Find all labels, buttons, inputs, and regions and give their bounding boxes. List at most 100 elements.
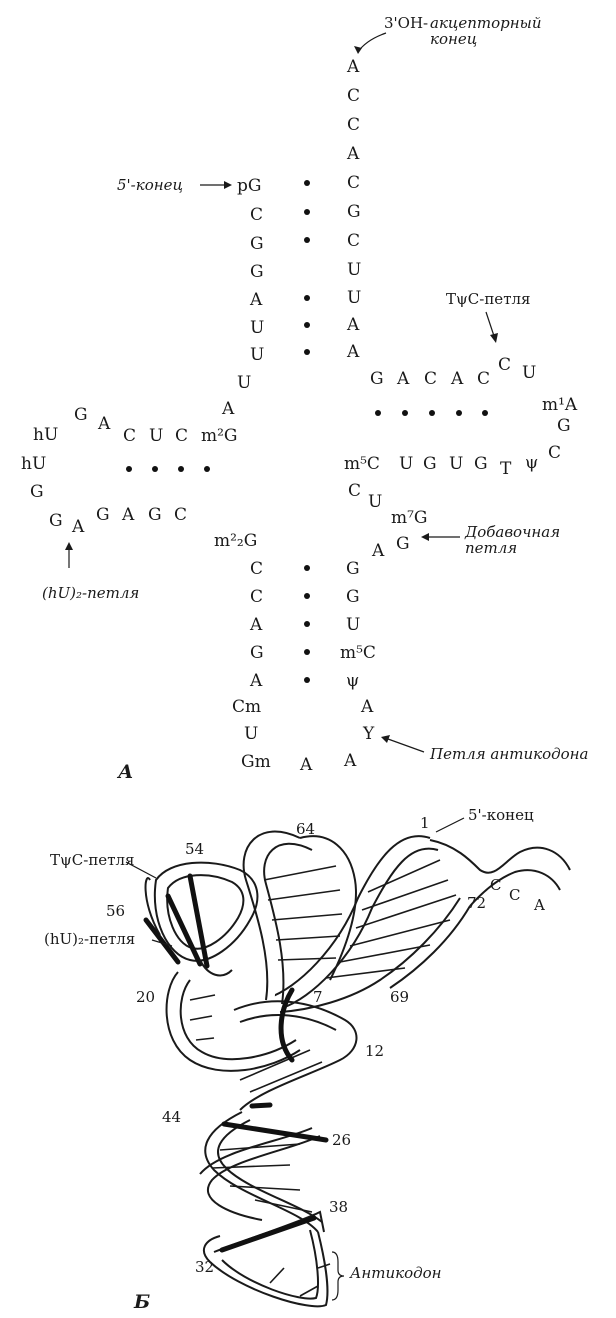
nucleotide: U <box>347 288 361 308</box>
extra-loop-label-line1: Добавочная <box>464 523 560 541</box>
nucleotide: U <box>399 454 413 474</box>
nucleotide: G <box>347 202 361 222</box>
nucleotide: G <box>30 482 44 502</box>
position-number: 38 <box>329 1198 348 1216</box>
nucleotide: A <box>249 290 263 310</box>
panel-b-five-prime-arrow <box>435 817 465 833</box>
anticodon-label: Антикодон <box>349 1264 442 1282</box>
nucleotide: A <box>249 615 263 635</box>
base-pair-dot <box>304 621 310 627</box>
cloverleaf-diagram: 3'OH- акцепторный конец A C C A C G C U … <box>21 14 589 783</box>
nucleotide: A <box>71 517 85 537</box>
tertiary-structure-diagram: 5'-конец TψC-петля (hU)₂-петля Антикодон… <box>44 806 571 1313</box>
acceptor-helix <box>267 833 571 1013</box>
nucleotide: U <box>522 363 536 383</box>
anticodon-brace <box>331 1251 345 1301</box>
nucleotide: G <box>148 505 162 525</box>
connector: U A m²G <box>201 373 251 446</box>
base-pair-dot <box>304 565 310 571</box>
nucleotide: C <box>477 369 490 389</box>
nucleotide: C <box>348 481 361 501</box>
tpsic-arrow <box>485 311 495 337</box>
nucleotide: G <box>474 454 488 474</box>
nucleotide: C <box>123 426 136 446</box>
nucleotide: m¹A <box>542 395 578 415</box>
tpsic-loop-label: TψC-петля <box>446 290 530 308</box>
panel-b-tpsic-label: TψC-петля <box>50 851 134 869</box>
nucleotide: A <box>97 414 111 434</box>
nucleotide: G <box>346 587 360 607</box>
position-number: 64 <box>296 820 315 838</box>
nucleotide: G <box>557 416 571 436</box>
panel-b-tpsic-arrow <box>125 861 157 879</box>
nucleotide: U <box>149 426 163 446</box>
nucleotide: A <box>396 369 410 389</box>
base-pair-dot <box>304 295 310 301</box>
five-prime-arrowhead <box>224 181 232 189</box>
panel-b-five-prime-label: 5'-конец <box>468 806 534 824</box>
nucleotide: G <box>346 559 360 579</box>
base-pair-dot <box>152 466 158 472</box>
nucleotide: ψ <box>525 453 538 473</box>
anticodon-loop-arrow <box>387 738 425 753</box>
nucleotide: Gm <box>241 752 271 772</box>
nucleotide: U <box>347 260 361 280</box>
base-pair-dot <box>375 410 381 416</box>
position-number: 26 <box>332 1131 351 1149</box>
nucleotide: C <box>250 587 263 607</box>
acceptor-label-line1: акцепторный <box>430 14 542 32</box>
nucleotide: G <box>74 405 88 425</box>
nucleotide: G <box>396 534 410 554</box>
position-number: 44 <box>162 1108 181 1126</box>
extra-loop: C U m⁷G G A Добавочная петля <box>348 481 560 561</box>
nucleotide: G <box>250 234 264 254</box>
d-arm-helix <box>165 971 358 1111</box>
position-number: 12 <box>365 1042 384 1060</box>
base-pair-dot <box>304 649 310 655</box>
acceptor-stem-pairs <box>304 180 310 355</box>
nucleotide: C <box>548 443 561 463</box>
position-number: 69 <box>390 988 409 1006</box>
position-number: 7 <box>313 988 323 1006</box>
base-pair-dot <box>304 322 310 328</box>
nucleotide: ψ <box>346 671 359 691</box>
nucleotide: A <box>360 697 374 717</box>
end-letter: C <box>509 886 520 904</box>
extra-loop-arrowhead <box>421 533 429 541</box>
nucleotide: Cm <box>232 697 261 717</box>
nucleotide: m⁵C <box>344 454 380 474</box>
panel-b-hu-arrow <box>151 939 173 947</box>
nucleotide: C <box>347 231 360 251</box>
acceptor-label-line2: конец <box>430 30 477 48</box>
base-pair-dot <box>304 349 310 355</box>
nucleotide: C <box>424 369 437 389</box>
nucleotide: A <box>450 369 464 389</box>
nucleotide: U <box>449 454 463 474</box>
base-pair-dot <box>402 410 408 416</box>
hu-loop-label: (hU)₂-петля <box>42 584 139 602</box>
position-number: 20 <box>136 988 155 1006</box>
base-pair-dot <box>304 180 310 186</box>
nucleotide: A <box>346 315 360 335</box>
nucleotide: A <box>343 751 357 771</box>
nucleotide: G <box>370 369 384 389</box>
nucleotide: C <box>347 86 360 106</box>
anticodon-arm: m²₂G C C A G A G G U m⁵C ψ Cm U Gm A A Y… <box>214 531 589 775</box>
base-pair-dot <box>204 466 210 472</box>
nucleotide: G <box>250 262 264 282</box>
nucleotide: m²₂G <box>214 531 257 551</box>
d-arm: C U C A G hU hU G G A G A G C (hU)₂-петл… <box>21 405 210 602</box>
acceptor-3-strand: A C C A C G C U U A A <box>346 57 361 362</box>
position-number: 54 <box>185 840 204 858</box>
nucleotide: U <box>244 724 258 744</box>
position-number: 1 <box>420 814 430 832</box>
extra-loop-label-line2: петля <box>465 539 517 557</box>
base-pair-dot <box>304 237 310 243</box>
panel-a-label: А <box>116 761 133 783</box>
nucleotide: U <box>368 492 382 512</box>
acceptor-label-prefix: 3'OH- <box>384 14 428 32</box>
nucleotide: U <box>250 318 264 338</box>
acceptor-5-strand: pG C G G A U U <box>237 176 264 365</box>
nucleotide: hU <box>21 454 46 474</box>
